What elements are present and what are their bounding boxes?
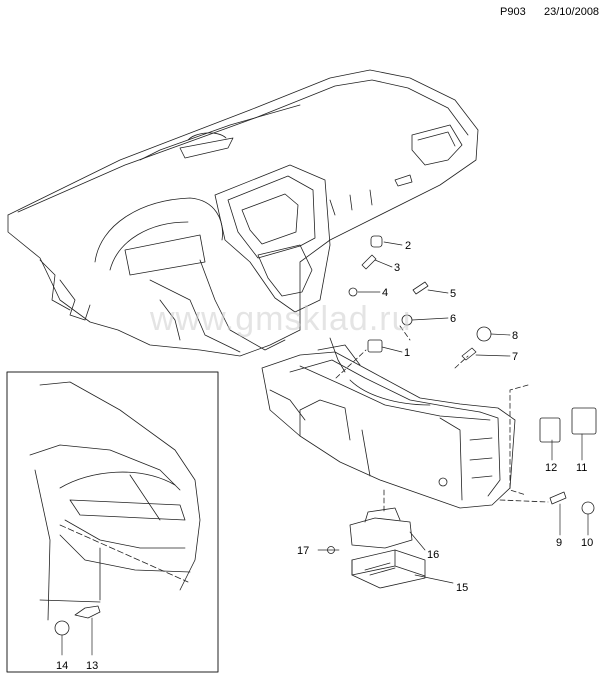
- callout-16: 16: [427, 549, 439, 561]
- callout-11: 11: [576, 462, 587, 474]
- callout-9: 9: [556, 537, 562, 549]
- callout-14: 14: [56, 660, 68, 672]
- callout-17: 17: [297, 545, 309, 557]
- callout-12: 12: [545, 462, 557, 474]
- callout-5: 5: [450, 288, 456, 300]
- watermark: www.gmsklad.ru: [150, 300, 412, 338]
- center-console: [261, 337, 516, 509]
- callout-10: 10: [581, 537, 593, 549]
- callout-7: 7: [512, 351, 518, 363]
- callout-3: 3: [394, 262, 400, 274]
- callout-2: 2: [405, 240, 411, 252]
- instrument-panel: [7, 69, 479, 357]
- callout-1: 1: [404, 347, 410, 359]
- callout-numbers: 1 2 3 4 5 6 7 8 9 10 11 12 13 14 15 16 1…: [56, 240, 593, 672]
- callout-6: 6: [450, 313, 456, 325]
- amplifier-assembly: [327, 489, 426, 589]
- page-code: P903: [500, 6, 526, 18]
- diagram-date: 23/10/2008: [544, 6, 600, 18]
- callout-15: 15: [456, 582, 468, 594]
- callout-8: 8: [512, 330, 518, 342]
- rear-inset: [6, 371, 219, 673]
- leader-lines: [61, 241, 589, 656]
- callout-13: 13: [86, 660, 98, 672]
- small-parts: [335, 235, 597, 515]
- callout-4: 4: [382, 287, 388, 299]
